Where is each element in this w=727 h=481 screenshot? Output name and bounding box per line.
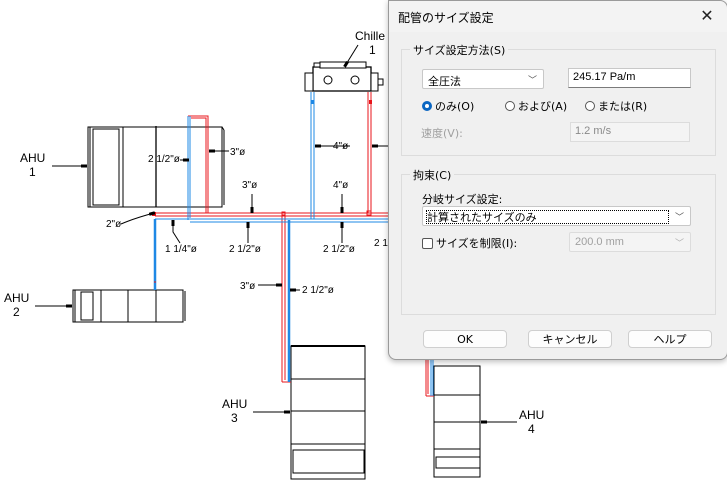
radio-or[interactable]: または(R) — [585, 98, 647, 114]
svg-text:2 1: 2 1 — [374, 238, 388, 249]
ahu-2-tag: AHU — [4, 291, 29, 305]
supply-fitting — [152, 212, 156, 216]
limit-size-value: 200.0 mm — [575, 236, 624, 248]
ahu-3-unit[interactable] — [290, 345, 366, 480]
radio-only-label: のみ(O) — [435, 100, 475, 113]
svg-text:2 1/2"ø: 2 1/2"ø — [302, 285, 334, 296]
ahu-1-unit[interactable] — [87, 126, 225, 208]
chiller-1-tag: Chille — [355, 29, 385, 43]
supply-fitting — [366, 210, 372, 216]
sizing-method-group: サイズ設定方法(S) — [401, 42, 716, 156]
help-button[interactable]: ヘルプ — [628, 330, 712, 348]
chiller-1-leader — [343, 44, 359, 68]
svg-text:3"ø: 3"ø — [230, 147, 245, 158]
sizing-method-select[interactable]: 全圧法 ﹀ — [422, 69, 544, 89]
velocity-input[interactable]: 1.2 m/s — [570, 122, 690, 142]
svg-text:2"ø: 2"ø — [106, 219, 121, 230]
radio-and[interactable]: および(A) — [505, 98, 567, 114]
svg-text:2 1/2"ø: 2 1/2"ø — [148, 154, 180, 165]
chiller-1-unit[interactable] — [304, 61, 384, 92]
ok-button[interactable]: OK — [423, 330, 507, 348]
ahu-4-tag: AHU — [519, 408, 544, 422]
chiller-1-number: 1 — [369, 43, 376, 57]
velocity-label: 速度(V): — [421, 127, 463, 140]
svg-text:2 1/2"ø: 2 1/2"ø — [229, 244, 261, 255]
limit-size-select[interactable]: 200.0 mm ﹀ — [569, 232, 691, 252]
limit-size-label: サイズを制限(I): — [436, 237, 518, 250]
ahu-2-number: 2 — [13, 305, 20, 319]
size-annotations: 2 1/2"ø 3"ø 2"ø 1 1/4"ø 3"ø 2 1/2"ø 4"ø … — [106, 141, 388, 296]
dialog-titlebar[interactable]: 配管のサイズ設定 ✕ — [389, 1, 727, 32]
velocity-value: 1.2 m/s — [575, 125, 612, 137]
pressure-drop-value: 245.17 Pa/m — [573, 71, 636, 83]
radio-unchecked-icon — [585, 101, 595, 111]
ahu-4-unit[interactable] — [433, 365, 481, 478]
dialog-title: 配管のサイズ設定 — [398, 11, 494, 25]
constraints-group: 拘束(C) — [401, 167, 716, 315]
ahu-4-number: 4 — [528, 422, 535, 436]
close-icon: ✕ — [700, 6, 714, 25]
svg-text:4"ø: 4"ø — [333, 180, 348, 191]
radio-checked-icon — [422, 101, 432, 111]
svg-text:3"ø: 3"ø — [242, 180, 257, 191]
sizing-method-value: 全圧法 — [428, 75, 461, 88]
svg-text:2 1/2"ø: 2 1/2"ø — [323, 244, 355, 255]
branch-sizing-label: 分岐サイズ設定: — [422, 193, 503, 206]
ahu-1-tag: AHU — [20, 151, 45, 165]
close-button[interactable]: ✕ — [695, 6, 719, 26]
limit-size-checkbox[interactable]: サイズを制限(I): — [422, 235, 517, 251]
checkbox-unchecked-icon — [422, 237, 433, 249]
supply-piping[interactable] — [155, 92, 434, 397]
svg-text:4"ø: 4"ø — [333, 141, 348, 152]
radio-and-label: および(A) — [518, 100, 568, 113]
chevron-down-icon: ﹀ — [674, 213, 684, 223]
pressure-drop-input[interactable]: 245.17 Pa/m — [568, 68, 691, 88]
branch-sizing-value: 計算されたサイズのみ — [425, 209, 670, 225]
radio-or-label: または(R) — [598, 100, 648, 113]
cancel-button[interactable]: キャンセル — [528, 330, 612, 348]
radio-unchecked-icon — [505, 101, 515, 111]
chevron-down-icon: ﹀ — [674, 239, 684, 249]
sizing-method-legend: サイズ設定方法(S) — [410, 42, 509, 58]
ahu-3-tag: AHU — [222, 397, 247, 411]
supply-valve — [369, 100, 372, 104]
pipe-sizing-dialog: 配管のサイズ設定 ✕ サイズ設定方法(S) 全圧法 ﹀ 245.17 Pa/m … — [388, 0, 727, 360]
svg-text:3"ø: 3"ø — [240, 281, 255, 292]
radio-only[interactable]: のみ(O) — [422, 98, 474, 114]
constraints-legend: 拘束(C) — [410, 167, 455, 183]
ahu-3-number: 3 — [231, 411, 238, 425]
ahu-2-unit[interactable] — [72, 289, 186, 323]
svg-text:1 1/4"ø: 1 1/4"ø — [165, 244, 197, 255]
branch-sizing-select[interactable]: 計算されたサイズのみ ﹀ — [422, 206, 691, 226]
chevron-down-icon: ﹀ — [527, 76, 537, 86]
return-valve — [311, 100, 314, 104]
supply-fitting — [281, 211, 286, 216]
ahu-1-number: 1 — [29, 165, 36, 179]
